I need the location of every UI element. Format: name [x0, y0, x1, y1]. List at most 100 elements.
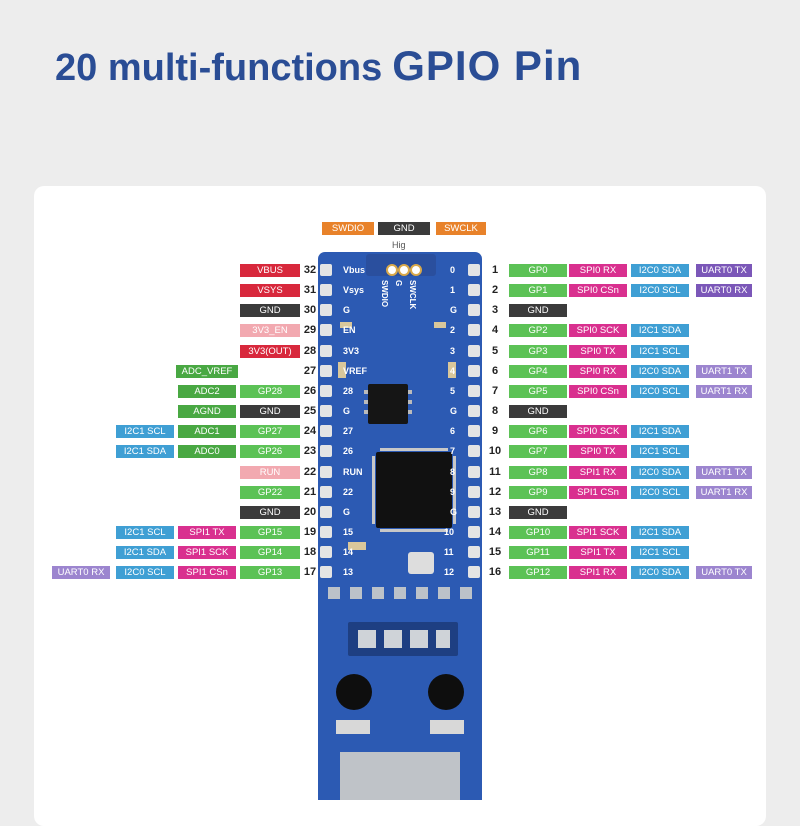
- pin-label: I2C1 SCL: [631, 445, 689, 459]
- pin-label: I2C0 SDA: [631, 566, 689, 580]
- pin-label: SPI1 CSn: [569, 485, 627, 499]
- pin-number: 16: [488, 566, 502, 579]
- pin-number: 6: [491, 364, 499, 377]
- mcu-chip: [376, 452, 452, 528]
- pin-label: I2C1 SCL: [116, 525, 174, 539]
- board-silkscreen: G: [450, 506, 458, 517]
- pin-pad: [468, 284, 480, 297]
- board-silkscreen: Vsys: [343, 285, 365, 296]
- pin-pad: [320, 364, 332, 377]
- pin-number: 11: [489, 465, 501, 478]
- pin-number: 12: [488, 485, 502, 498]
- pin-label: SPI1 TX: [569, 546, 627, 560]
- pin-label: SPI0 SCK: [569, 324, 627, 338]
- board-silkscreen: 28: [343, 385, 354, 396]
- pin-label: VBUS: [240, 264, 300, 277]
- pin-pad: [320, 384, 332, 397]
- debug-hig-text: Hig: [392, 240, 406, 250]
- pin-number: 5: [491, 344, 499, 357]
- pin-label: GP15: [240, 525, 300, 539]
- board-silkscreen: G: [450, 305, 458, 316]
- pin-number: 25: [303, 405, 317, 418]
- pin-pad: [468, 525, 480, 538]
- pin-label: SPI0 TX: [569, 344, 627, 358]
- board-silkscreen: 1: [450, 285, 456, 296]
- pin-pad: [468, 505, 480, 518]
- pin-label: GP2: [509, 324, 567, 338]
- pin-label: I2C1 SDA: [631, 324, 689, 338]
- board-silkscreen: G: [343, 506, 351, 517]
- pin-number: 22: [303, 465, 317, 478]
- pin-number: 13: [488, 505, 502, 518]
- pin-number: 20: [303, 505, 317, 518]
- debug-label: SWCLK: [436, 222, 486, 235]
- pin-label: GND: [240, 304, 300, 318]
- pin-number: 23: [303, 445, 317, 458]
- pin-label: I2C1 SDA: [631, 425, 689, 439]
- board-silkscreen: RUN: [343, 466, 363, 477]
- board-silkscreen: 4: [450, 365, 456, 376]
- pin-number: 8: [491, 405, 499, 418]
- pin-label: I2C0 SDA: [631, 264, 689, 277]
- pin-number: 28: [303, 344, 317, 357]
- pin-label: GND: [509, 304, 567, 318]
- pin-label: GP3: [509, 344, 567, 358]
- pin-label: GP0: [509, 264, 567, 277]
- pin-pad: [320, 566, 332, 579]
- pin-label: SPI1 SCK: [178, 546, 236, 560]
- pin-label: UART1 RX: [696, 485, 752, 499]
- pin-pad: [320, 324, 332, 337]
- debug-silkscreen: SWCLK: [408, 280, 417, 310]
- pin-label: I2C1 SCL: [116, 425, 174, 439]
- pin-label: UART1 TX: [696, 364, 752, 378]
- pin-label: UART0 TX: [696, 264, 752, 277]
- pin-label: GP8: [509, 465, 567, 479]
- board-silkscreen: 7: [450, 446, 456, 457]
- pin-label: I2C1 SCL: [631, 344, 689, 358]
- pin-label: UART1 RX: [696, 384, 752, 398]
- board-silkscreen: Vbus: [343, 265, 366, 275]
- pin-pad: [320, 485, 332, 498]
- pin-label: AGND: [178, 405, 236, 419]
- pin-label: UART0 RX: [52, 566, 110, 580]
- pin-label: SPI1 SCK: [569, 525, 627, 539]
- pin-pad: [320, 546, 332, 559]
- debug-header-pin: [398, 264, 410, 276]
- board-silkscreen: G: [343, 406, 351, 417]
- pin-label: I2C0 SCL: [116, 566, 174, 580]
- board-silkscreen: EN: [343, 325, 356, 336]
- pin-label: SPI1 CSn: [178, 566, 236, 580]
- board-silkscreen: 15: [343, 526, 354, 537]
- board-silkscreen: G: [450, 406, 458, 417]
- title-part1: 20 multi-functions: [55, 47, 383, 89]
- pin-pad: [320, 304, 332, 317]
- pin-label: GP27: [240, 425, 300, 439]
- crystal: [408, 552, 434, 574]
- pin-label: I2C0 SDA: [631, 465, 689, 479]
- pin-number: 3: [491, 304, 499, 317]
- board-silkscreen: 6: [450, 426, 456, 437]
- pin-number: 32: [303, 264, 317, 276]
- pin-number: 30: [303, 304, 317, 317]
- board-silkscreen: 9: [450, 486, 456, 497]
- pin-number: 26: [303, 384, 317, 397]
- pin-label: GP22: [240, 485, 300, 499]
- pin-pad: [468, 465, 480, 478]
- pin-label: GND: [240, 505, 300, 519]
- pin-label: GP6: [509, 425, 567, 439]
- pin-number: 7: [491, 384, 499, 397]
- pin-number: 9: [491, 425, 499, 438]
- pin-number: 21: [303, 485, 317, 498]
- pin-label: I2C0 SCL: [631, 485, 689, 499]
- pin-label: GP13: [240, 566, 300, 580]
- debug-silkscreen: G: [394, 280, 403, 287]
- pin-label: SPI0 RX: [569, 264, 627, 277]
- pin-pad: [320, 465, 332, 478]
- pin-number: 31: [303, 284, 317, 297]
- pin-number: 19: [303, 525, 317, 538]
- debug-header-pin: [386, 264, 398, 276]
- board-silkscreen: 22: [343, 486, 354, 497]
- pin-pad: [320, 445, 332, 458]
- pin-label: I2C0 SDA: [631, 364, 689, 378]
- pin-label: GP14: [240, 546, 300, 560]
